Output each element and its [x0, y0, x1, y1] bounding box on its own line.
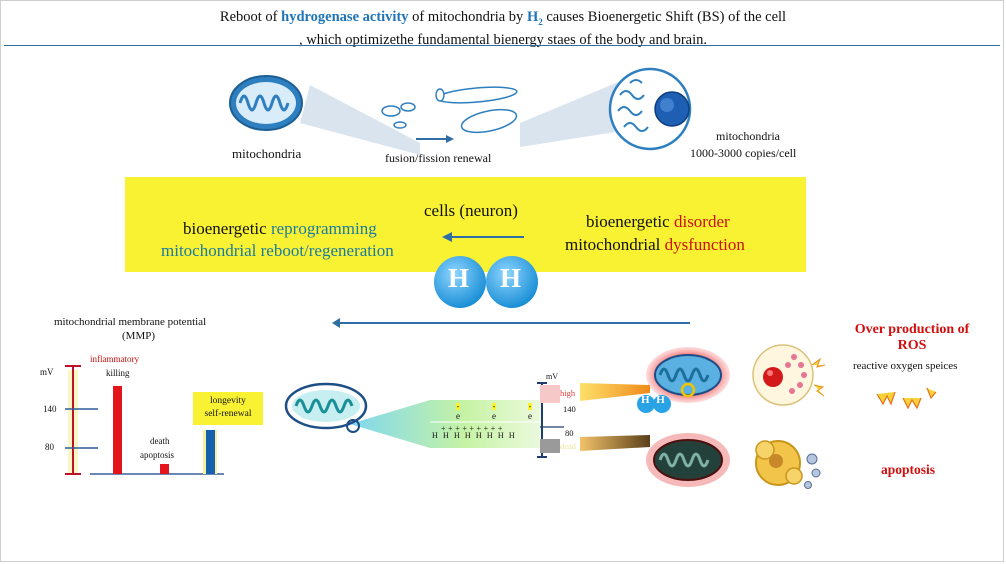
gauge-80: 80 [565, 428, 574, 438]
self-renewal-label: self-renewal [204, 409, 252, 419]
bar-longevity [206, 430, 215, 474]
title-divider [4, 45, 1000, 46]
band-right-line2: mitochondrial dysfunction [565, 235, 745, 254]
hyperpolarized-mito-icon [646, 347, 730, 403]
mmp-tick-80: 80 [45, 442, 54, 452]
title-part1: Reboot of [219, 9, 282, 25]
mitochondrion-icon [229, 75, 303, 131]
mmp-tick-140: 140 [43, 404, 57, 414]
ros-spark-icons [876, 387, 937, 410]
apoptotic-cell-icon [755, 440, 821, 489]
beam-high [580, 383, 650, 401]
h-atom-small-left [637, 395, 655, 413]
title-h2: H2 [526, 9, 543, 27]
h-atom-right: H [500, 263, 522, 293]
title-highlight: hydrogenase activity [281, 9, 409, 25]
ros-title-line2: ROS [897, 338, 927, 353]
apoptotic-mito-icon [646, 433, 730, 487]
longevity-label: longevity [210, 396, 246, 406]
h-atom-small-right [653, 395, 671, 413]
band-left-line1: bioenergetic reprogramming [183, 219, 377, 238]
gauge-140: 140 [563, 404, 576, 414]
band-center-label: cells (neuron) [424, 201, 518, 220]
zoom-cone-left [300, 85, 420, 155]
title-part2: of mitochondria by [408, 9, 527, 25]
mmp-apoptosis-label: apoptosis [140, 450, 175, 460]
mmp-death-label: death [150, 436, 170, 446]
gauge-high [540, 385, 560, 403]
ros-title-line1: Over production of [854, 322, 970, 337]
cell-icon [608, 67, 692, 151]
h2-molecule-icon [434, 256, 538, 308]
band-right-line1: bioenergetic disorder [586, 212, 730, 231]
mmp-title-line2: (MMP) [122, 330, 156, 342]
band-arrow [442, 232, 524, 242]
right-graphics [580, 344, 826, 489]
h-atom-left: H [448, 263, 470, 293]
ros-subtitle: reactive oxygen speices [853, 360, 958, 372]
gauge-dead-label: dead [560, 441, 577, 451]
mmp-killing-label: killing [106, 368, 130, 378]
apoptosis-label: apoptosis [881, 462, 936, 477]
title-part3: causes Bioenergetic Shift (BS) of the ce… [542, 9, 787, 25]
title-line2: , which optimizethe fundamental bienergy… [298, 31, 708, 48]
longevity-box: longevity self-renewal [193, 392, 263, 425]
bar-inflammatory [113, 386, 122, 474]
proton-plus-row: + + + + + + + + + [441, 424, 503, 433]
mv-gauge [537, 382, 564, 458]
band-left-line2: mitochondrial reboot/regeneration [161, 241, 394, 260]
fusion-label: fusion/fission renewal [385, 151, 492, 165]
cell-label-line1: mitochondria [716, 129, 780, 143]
mitochondria-label: mitochondria [232, 146, 302, 161]
mmp-title-line1: mitochondrial membrane potential [54, 316, 207, 328]
slide-title: Reboot of hydrogenase activity of mitoch… [0, 8, 1006, 49]
fusion-fission-icon [381, 86, 518, 134]
gauge-unit: mV [546, 372, 558, 381]
bar-death [160, 464, 169, 474]
gauge-high-label: high [560, 388, 576, 398]
hh-label: H H [641, 394, 667, 406]
top-row-graphics [229, 67, 692, 155]
ros-title: Over production of ROS [842, 322, 982, 354]
zoom-cone [350, 400, 542, 448]
gauge-dead [540, 439, 560, 453]
mmp-chart [65, 365, 224, 475]
shift-arrow [332, 318, 690, 328]
cell-label-line2: 1000-3000 copies/cell [690, 146, 797, 160]
cells-band [125, 177, 806, 272]
mmp-unit: mV [40, 367, 54, 377]
mito-membrane-icon [284, 382, 368, 433]
electron-row: -e-e-e [455, 402, 533, 421]
membrane-graphics [284, 382, 542, 448]
mmp-inflammatory-label: inflammatory [90, 354, 139, 364]
beam-dead [580, 435, 650, 451]
proton-h-row: H H H H H H H H [432, 431, 517, 440]
ros-cell-icon [752, 344, 826, 406]
